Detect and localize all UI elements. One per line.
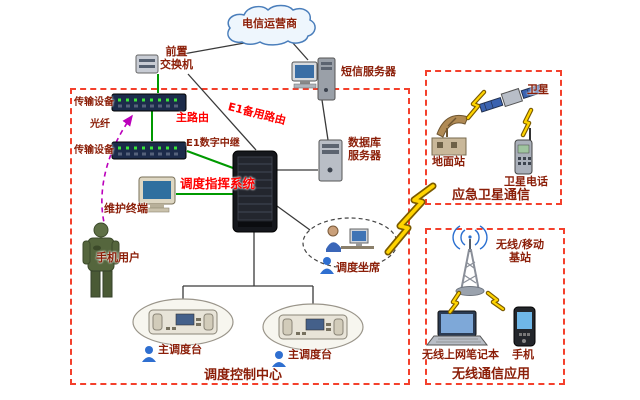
person-icon — [142, 346, 156, 362]
person-icon — [272, 351, 286, 367]
connection-lines — [171, 41, 329, 305]
mobile-user-label: 手机用户 — [96, 251, 140, 264]
lightning-satellite-to-phone — [520, 107, 534, 138]
main-route-label: 主路由 — [176, 111, 209, 124]
dispatch-control-center-box — [70, 88, 410, 385]
green-lines — [151, 74, 234, 195]
ground-station-label: 地面站 — [432, 155, 465, 168]
satellite-phone-label: 卫星电话 — [504, 175, 548, 188]
db-server-label: 数据库 服务器 — [348, 136, 381, 162]
e1-trunk-label: E1数字中继 — [186, 138, 240, 149]
main-console-2-icon — [278, 314, 348, 340]
laptop-icon — [425, 310, 489, 346]
mobile-user-icon — [82, 222, 120, 298]
emergency-satellite-box — [425, 70, 562, 205]
front-switch-label: 前置 交换机 — [160, 45, 193, 71]
cloud-label: 电信运营商 — [242, 17, 297, 30]
person-icon — [320, 257, 334, 274]
link-cloud-to-switch — [171, 41, 251, 57]
wireless-application-box — [425, 228, 565, 385]
link-mobile-user-dashed — [101, 114, 133, 231]
link-e1-backup-route — [187, 73, 257, 151]
sms-server-icon — [291, 57, 336, 101]
satellite-icon — [478, 83, 546, 113]
maintenance-terminal-icon — [138, 176, 176, 213]
transmission-device-2-icon — [111, 141, 187, 160]
link-rack-to-seat — [276, 205, 311, 231]
main-console-2-label: 主调度台 — [288, 348, 332, 361]
base-station-label: 无线/移动 基站 — [496, 238, 545, 264]
dispatch-seat-icon — [326, 225, 374, 252]
lightning-base-to-laptop — [447, 290, 462, 315]
dispatch-system-label: 调度指挥系统 — [180, 176, 256, 191]
lightning-base-to-phone — [485, 290, 506, 312]
satellite-phone-icon — [514, 128, 533, 175]
database-server-icon — [318, 139, 343, 182]
transmission-device-1-icon — [111, 93, 187, 112]
main-console-1-label: 主调度台 — [158, 343, 202, 356]
mobile-phone-icon — [513, 306, 536, 347]
link-sms-to-db — [321, 99, 329, 141]
base-station-icon — [452, 225, 488, 296]
emergency-satellite-title: 应急卫星通信 — [452, 188, 531, 203]
lightning-ground-to-satellite — [465, 89, 487, 121]
transmission-2-label: 传输设备 — [74, 145, 114, 156]
link-e1-trunk — [186, 150, 234, 169]
transmission-1-label: 传输设备 — [74, 97, 114, 108]
dispatch-seat-label: 调度坐席 — [336, 261, 380, 274]
fiber-label: 光纤 — [90, 119, 110, 130]
main-console-1-icon — [148, 309, 218, 335]
lightning-dispatch-to-satellite — [384, 182, 437, 256]
ground-station-icon — [431, 114, 469, 156]
link-cloud-to-sms — [291, 41, 309, 61]
dispatch-system-rack-icon — [232, 150, 278, 233]
wireless-app-title: 无线通信应用 — [452, 367, 531, 382]
wireless-laptop-label: 无线上网笔记本 — [422, 348, 499, 361]
satellite-label: 卫星 — [527, 83, 549, 96]
cloud-icon — [227, 4, 316, 46]
maintenance-terminal-label: 维护终端 — [104, 202, 148, 215]
control-center-title: 调度控制中心 — [204, 368, 283, 383]
sms-server-label: 短信服务器 — [341, 65, 396, 78]
front-switch-icon — [135, 54, 159, 74]
mobile-phone-label: 手机 — [512, 348, 534, 361]
